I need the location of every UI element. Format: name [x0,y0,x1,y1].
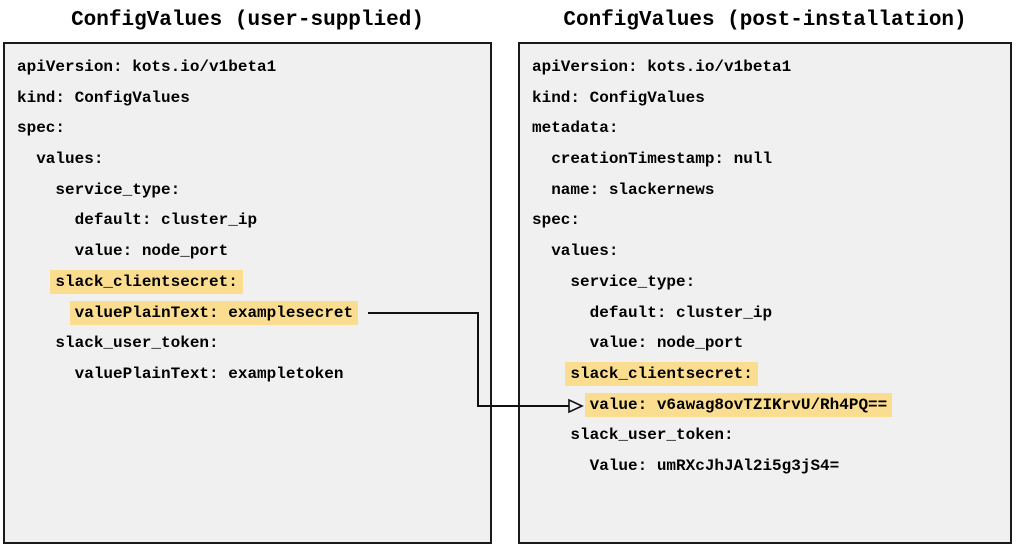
yaml-line-text-highlighted: slack_clientsecret: [50,269,243,294]
yaml-line-text: spec: [17,119,66,138]
yaml-line: slack_user_token: [532,420,998,451]
yaml-line-text: spec: [532,211,581,230]
yaml-line-text-highlighted: slack_clientsecret: [565,361,758,386]
yaml-line-text: metadata: [532,119,619,138]
user-supplied-title: ConfigValues (user-supplied) [71,9,424,32]
yaml-line: default: cluster_ip [17,205,478,236]
yaml-line-text: service_type: [55,180,181,199]
yaml-line: service_type: [17,175,478,206]
yaml-line-text: kind: ConfigValues [532,88,705,107]
yaml-line-text: Value: umRXcJhJAl2i5g3jS4= [589,456,840,475]
yaml-line-text: service_type: [570,272,696,291]
yaml-line: kind: ConfigValues [532,83,998,114]
yaml-line-text: slack_user_token: [55,334,219,353]
yaml-line: value: v6awag8ovTZIKrvU/Rh4PQ== [532,390,998,421]
yaml-line-text: creationTimestamp: null [551,150,773,169]
yaml-line-text: default: cluster_ip [74,211,258,230]
yaml-line: slack_user_token: [17,328,478,359]
yaml-line: slack_clientsecret: [532,359,998,390]
yaml-line: value: node_port [17,236,478,267]
yaml-line: slack_clientsecret: [17,267,478,298]
yaml-line: name: slackernews [532,175,998,206]
yaml-line: apiVersion: kots.io/v1beta1 [532,52,998,83]
yaml-line-text: slack_user_token: [570,426,734,445]
user-supplied-yaml: apiVersion: kots.io/v1beta1 kind: ConfigV… [5,44,490,390]
yaml-line: valuePlainText: examplesecret [17,298,478,329]
yaml-line: values: [17,144,478,175]
yaml-line: service_type: [532,267,998,298]
yaml-line: metadata: [532,113,998,144]
yaml-line: kind: ConfigValues [17,83,478,114]
post-installation-title: ConfigValues (post-installation) [563,9,967,32]
yaml-line: Value: umRXcJhJAl2i5g3jS4= [532,451,998,482]
yaml-line-text: value: node_port [589,334,744,353]
yaml-line: default: cluster_ip [532,298,998,329]
yaml-line-text: valuePlainText: exampletoken [74,364,344,383]
yaml-line-text: value: node_port [74,242,229,261]
yaml-line: values: [532,236,998,267]
yaml-line-text-highlighted: valuePlainText: examplesecret [69,300,359,325]
yaml-line: creationTimestamp: null [532,144,998,175]
yaml-line-text-highlighted: value: v6awag8ovTZIKrvU/Rh4PQ== [584,392,893,417]
yaml-line: spec: [17,113,478,144]
yaml-line-text: apiVersion: kots.io/v1beta1 [532,58,792,76]
post-installation-yaml: apiVersion: kots.io/v1beta1 kind: ConfigV… [520,44,1010,482]
yaml-line: valuePlainText: exampletoken [17,359,478,390]
yaml-line: value: node_port [532,328,998,359]
yaml-line-text: name: slackernews [551,180,715,199]
yaml-line-text: values: [551,242,619,261]
yaml-line-text: kind: ConfigValues [17,88,190,107]
yaml-line-text: values: [36,150,104,169]
yaml-line-text: default: cluster_ip [589,303,773,322]
yaml-line: apiVersion: kots.io/v1beta1 [17,52,478,83]
post-installation-panel: apiVersion: kots.io/v1beta1 kind: ConfigV… [518,42,1012,544]
yaml-line: spec: [532,205,998,236]
user-supplied-panel: apiVersion: kots.io/v1beta1 kind: ConfigV… [3,42,492,544]
yaml-line-text: apiVersion: kots.io/v1beta1 [17,58,277,76]
